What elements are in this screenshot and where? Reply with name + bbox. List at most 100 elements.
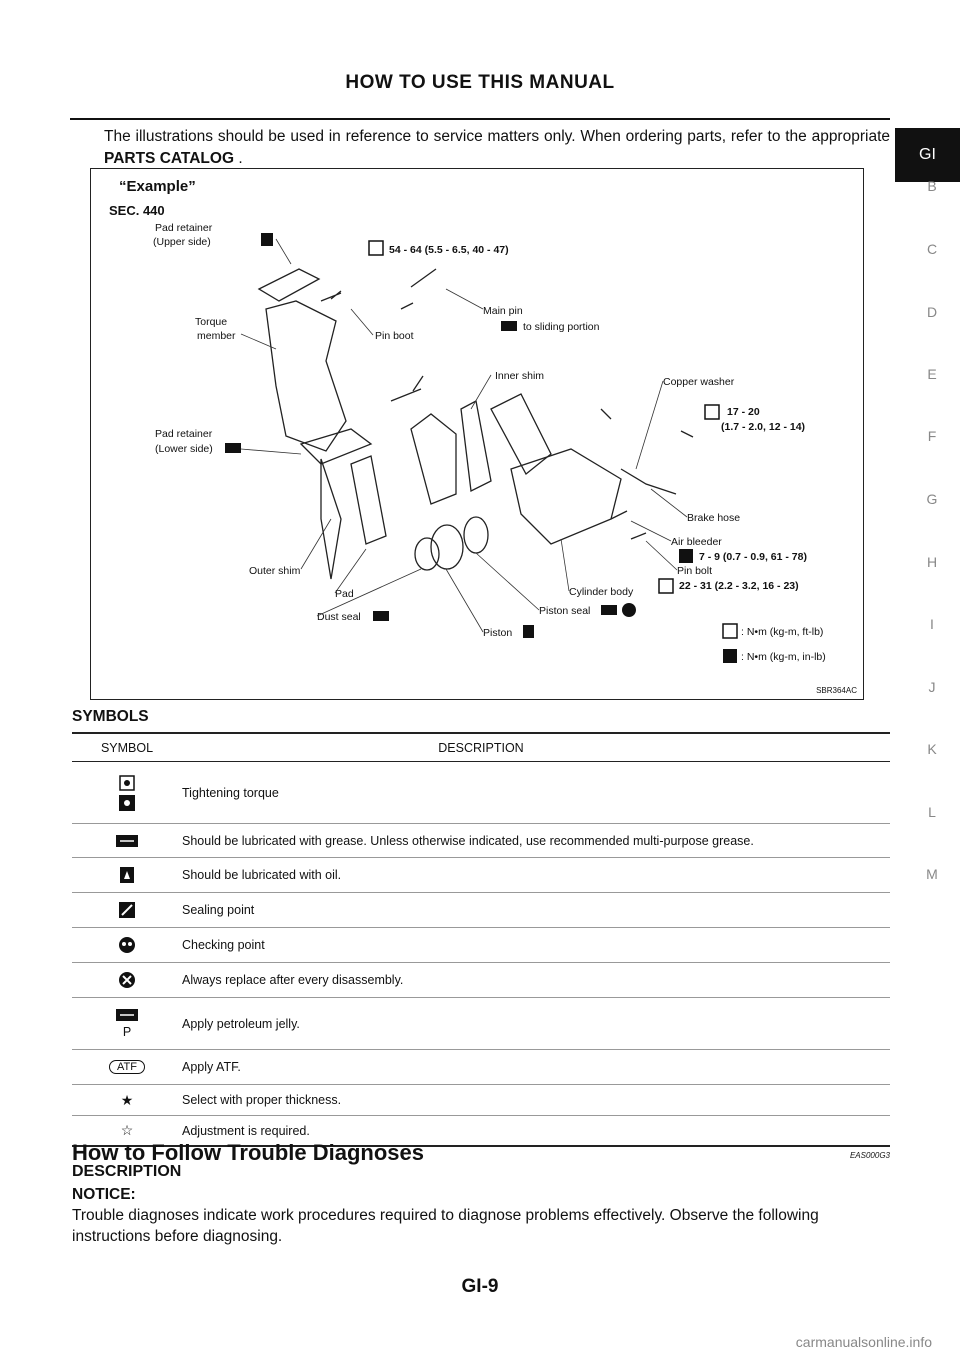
label-inner-shim: Inner shim	[495, 370, 544, 382]
table-row: Always replace after every disassembly.	[72, 963, 890, 998]
torque-wrench-icon	[119, 774, 135, 791]
tab-e[interactable]: E	[927, 366, 937, 382]
label-air-bleeder: Air bleeder	[671, 536, 722, 548]
unit-legend-2: : N•m (kg-m, in-lb)	[741, 651, 826, 663]
filled-star-icon: ★	[120, 1091, 134, 1108]
tab-gi[interactable]: GI	[895, 128, 960, 182]
torque-wrench-icon	[723, 649, 737, 663]
grease-icon	[116, 834, 138, 847]
outline-star-icon: ☆	[120, 1122, 134, 1138]
row-description: Adjustment is required.	[182, 1123, 310, 1138]
row-description: Should be lubricated with oil.	[182, 868, 342, 882]
row-description: Tightening torque	[182, 785, 279, 800]
description-heading: DESCRIPTION	[72, 1163, 182, 1180]
page-title: HOW TO USE THIS MANUAL	[345, 72, 615, 93]
tab-l[interactable]: L	[928, 804, 936, 820]
label-brake-hose: Brake hose	[687, 512, 740, 524]
label-pin-bolt: Pin bolt	[677, 565, 712, 577]
replace-icon	[622, 603, 636, 617]
tab-i[interactable]: I	[930, 616, 934, 632]
petroleum-jelly-icon	[116, 1008, 138, 1021]
torque-wrench-icon	[658, 578, 674, 594]
table-row: Tightening torque	[72, 762, 890, 824]
tab-h[interactable]: H	[926, 554, 938, 570]
tab-b[interactable]: B	[927, 178, 937, 194]
torque-spec-3: 7 - 9 (0.7 - 0.9, 61 - 78)	[699, 551, 807, 563]
label-piston: Piston	[483, 627, 512, 639]
table-row: Should be lubricated with grease. Unless…	[72, 824, 890, 858]
replace-icon	[119, 972, 135, 988]
section-code: EAS000G3	[849, 1151, 890, 1160]
row-description: Checking point	[182, 938, 265, 952]
section-tabs: GI	[895, 128, 960, 182]
label-upper-side: (Upper side)	[153, 236, 211, 248]
torque-spec-4: 22 - 31 (2.2 - 3.2, 16 - 23)	[679, 580, 799, 592]
label-outer-shim: Outer shim	[249, 565, 301, 577]
label-pad: Pad	[335, 588, 354, 600]
torque-wrench-icon	[704, 404, 720, 420]
table-row: P Apply petroleum jelly.	[72, 998, 890, 1050]
torque-wrench-icon	[368, 240, 384, 256]
tab-c[interactable]: C	[926, 241, 938, 257]
torque-spec-1: 54 - 64 (5.5 - 6.5, 40 - 47)	[389, 244, 509, 256]
table-row: ★ Select with proper thickness.	[72, 1085, 890, 1116]
table-header: SYMBOL DESCRIPTION	[72, 734, 890, 762]
label-torque: Torque	[195, 316, 227, 328]
page-number: GI-9	[461, 1276, 499, 1297]
atf-icon: ATF	[109, 1060, 145, 1074]
row-description: Sealing point	[182, 903, 255, 917]
symbols-table: SYMBOL DESCRIPTION Tightening torque Sho…	[72, 732, 890, 1147]
tab-j[interactable]: J	[928, 679, 936, 695]
oil-can-icon	[261, 233, 273, 246]
tab-k[interactable]: K	[927, 741, 937, 757]
grease-icon	[501, 321, 517, 331]
unit-legend-1: : N•m (kg-m, ft-lb)	[741, 626, 823, 638]
torque-wrench-icon	[119, 794, 135, 811]
table-row: ☆ Adjustment is required.	[72, 1116, 890, 1145]
label-main-pin: Main pin	[483, 305, 523, 317]
grease-icon	[601, 605, 617, 615]
table-row: Sealing point	[72, 893, 890, 928]
row-description: Select with proper thickness.	[182, 1093, 342, 1107]
table-row: Should be lubricated with oil.	[72, 858, 890, 893]
grease-icon	[373, 611, 389, 621]
tab-g[interactable]: G	[926, 491, 938, 507]
row-description: Always replace after every disassembly.	[182, 973, 404, 987]
symbols-heading: SYMBOLS	[72, 708, 149, 725]
torque-wrench-icon	[679, 549, 693, 563]
label-pad-retainer-upper: Pad retainer	[155, 222, 213, 234]
row-description: Apply ATF.	[182, 1060, 241, 1074]
leader-lines	[240, 238, 688, 633]
trouble-diagnoses-heading: How to Follow Trouble Diagnoses	[72, 1140, 425, 1165]
table-row: Checking point	[72, 928, 890, 963]
row-description: Should be lubricated with grease. Unless…	[182, 833, 754, 848]
tab-m[interactable]: M	[926, 866, 938, 882]
intro-paragraph: The illustrations should be used in refe…	[104, 128, 890, 167]
tab-f[interactable]: F	[927, 428, 937, 444]
fig-section-label: SEC. 440	[109, 203, 165, 218]
label-cylinder-body: Cylinder body	[569, 586, 634, 598]
fig-example-label: “Example”	[119, 178, 196, 195]
label-member: member	[197, 330, 236, 342]
table-row: ATF Apply ATF.	[72, 1050, 890, 1085]
title-rule	[70, 118, 890, 120]
torque-wrench-icon	[722, 623, 738, 639]
label-piston-seal: Piston seal	[539, 605, 590, 617]
oil-can-icon	[523, 625, 534, 638]
col-description: DESCRIPTION	[438, 740, 524, 755]
sealant-icon	[119, 902, 135, 918]
caliper-parts-drawing	[257, 268, 694, 580]
torque-spec-2a: 17 - 20	[727, 406, 760, 418]
tab-d[interactable]: D	[926, 304, 938, 320]
watermark: carmanualsonline.info	[795, 1334, 932, 1350]
grease-icon	[225, 443, 241, 453]
torque-spec-2b: (1.7 - 2.0, 12 - 14)	[721, 421, 805, 433]
caliper-exploded-figure: “Example” SEC. 440 Pad retainer (Upper s…	[90, 168, 864, 700]
checking-icon	[119, 937, 135, 953]
figure-code: SBR364AC	[816, 686, 857, 695]
label-lower-side: (Lower side)	[155, 443, 213, 455]
parts-catalog-link[interactable]: PARTS CATALOG	[104, 150, 235, 167]
label-pad-retainer-lower: Pad retainer	[155, 428, 213, 440]
col-symbol: SYMBOL	[100, 740, 154, 755]
oil-can-icon	[120, 867, 134, 883]
